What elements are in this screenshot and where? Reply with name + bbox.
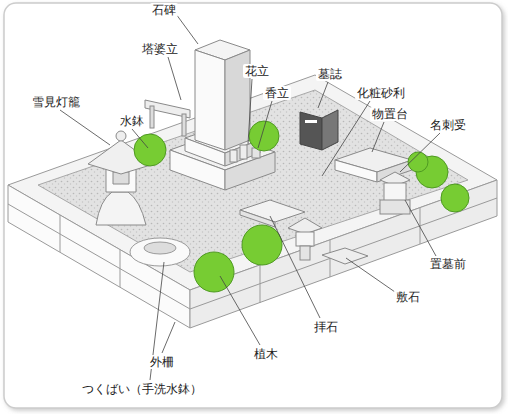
leader-lines <box>372 122 384 152</box>
part-label: 外柵 <box>148 355 176 369</box>
shrubs <box>134 134 166 166</box>
outer-fence <box>260 265 261 303</box>
tsukubai <box>144 242 176 254</box>
card-box-lantern <box>380 172 410 214</box>
leader-lines <box>162 322 175 353</box>
shrubs <box>134 121 469 292</box>
part-label: 置墓前 <box>428 257 468 271</box>
small-lantern <box>288 218 368 264</box>
leader-lines <box>168 57 181 100</box>
shrubs <box>194 252 234 292</box>
part-label: 名刺受 <box>428 118 468 132</box>
card-box-lantern <box>380 200 410 214</box>
tsukubai <box>130 238 190 266</box>
leader-lines <box>60 14 440 380</box>
part-label: 墓誌 <box>316 67 344 81</box>
part-label: 水鉢 <box>118 114 146 128</box>
toba-stand <box>145 100 190 136</box>
leader-lines <box>132 129 148 148</box>
part-label: 塔婆立 <box>140 42 180 56</box>
leader-lines <box>322 101 370 176</box>
leader-lines <box>60 110 110 145</box>
yukimi-lantern <box>96 192 146 225</box>
haiseki-stone <box>240 210 275 227</box>
boshi-plate <box>300 112 322 150</box>
part-label: 化粧砂利 <box>355 86 407 100</box>
gravestone <box>170 40 275 190</box>
outer-fence <box>8 75 497 328</box>
toba-stand <box>182 114 186 136</box>
flower-incense-stand <box>230 150 237 162</box>
leader-lines <box>318 82 328 108</box>
part-label: 物置台 <box>370 107 410 121</box>
part-label: 花立 <box>243 64 271 78</box>
part-label: 植木 <box>252 347 280 361</box>
leader-lines <box>220 276 260 345</box>
boshi-plate <box>300 110 338 150</box>
part-label: 香立 <box>263 86 291 100</box>
shrubs <box>441 184 469 212</box>
card-box-lantern <box>384 183 406 201</box>
small-lantern <box>296 232 314 246</box>
part-label: 拝石 <box>312 320 340 334</box>
toba-stand <box>150 106 154 128</box>
leader-lines <box>248 79 252 144</box>
leader-lines <box>176 14 198 44</box>
small-lantern <box>322 248 368 264</box>
small-lantern <box>300 246 310 260</box>
gravestone <box>195 50 225 150</box>
gravel-ground <box>38 90 468 272</box>
tsukubai <box>130 238 190 266</box>
yukimi-lantern <box>116 131 126 141</box>
leader-lines <box>405 200 436 256</box>
leader-lines <box>258 101 272 148</box>
gravel-ground <box>38 90 468 272</box>
frame <box>4 3 502 408</box>
part-label: 雪見灯籠 <box>30 95 82 109</box>
shrubs <box>249 121 279 151</box>
boshi-plate <box>322 110 338 150</box>
shrubs <box>242 225 282 265</box>
leader-lines <box>400 133 440 172</box>
boshi-plate <box>305 120 317 123</box>
flower-incense-stand <box>240 145 247 159</box>
part-label: 石碑 <box>150 3 178 17</box>
part-label: つくばい（手洗水鉢） <box>80 382 204 396</box>
storage-stand <box>335 160 377 182</box>
frame <box>4 3 502 408</box>
leader-lines <box>346 258 395 292</box>
leader-lines <box>270 216 320 318</box>
haiseki-stone <box>240 200 305 227</box>
part-label: 敷石 <box>394 290 422 304</box>
